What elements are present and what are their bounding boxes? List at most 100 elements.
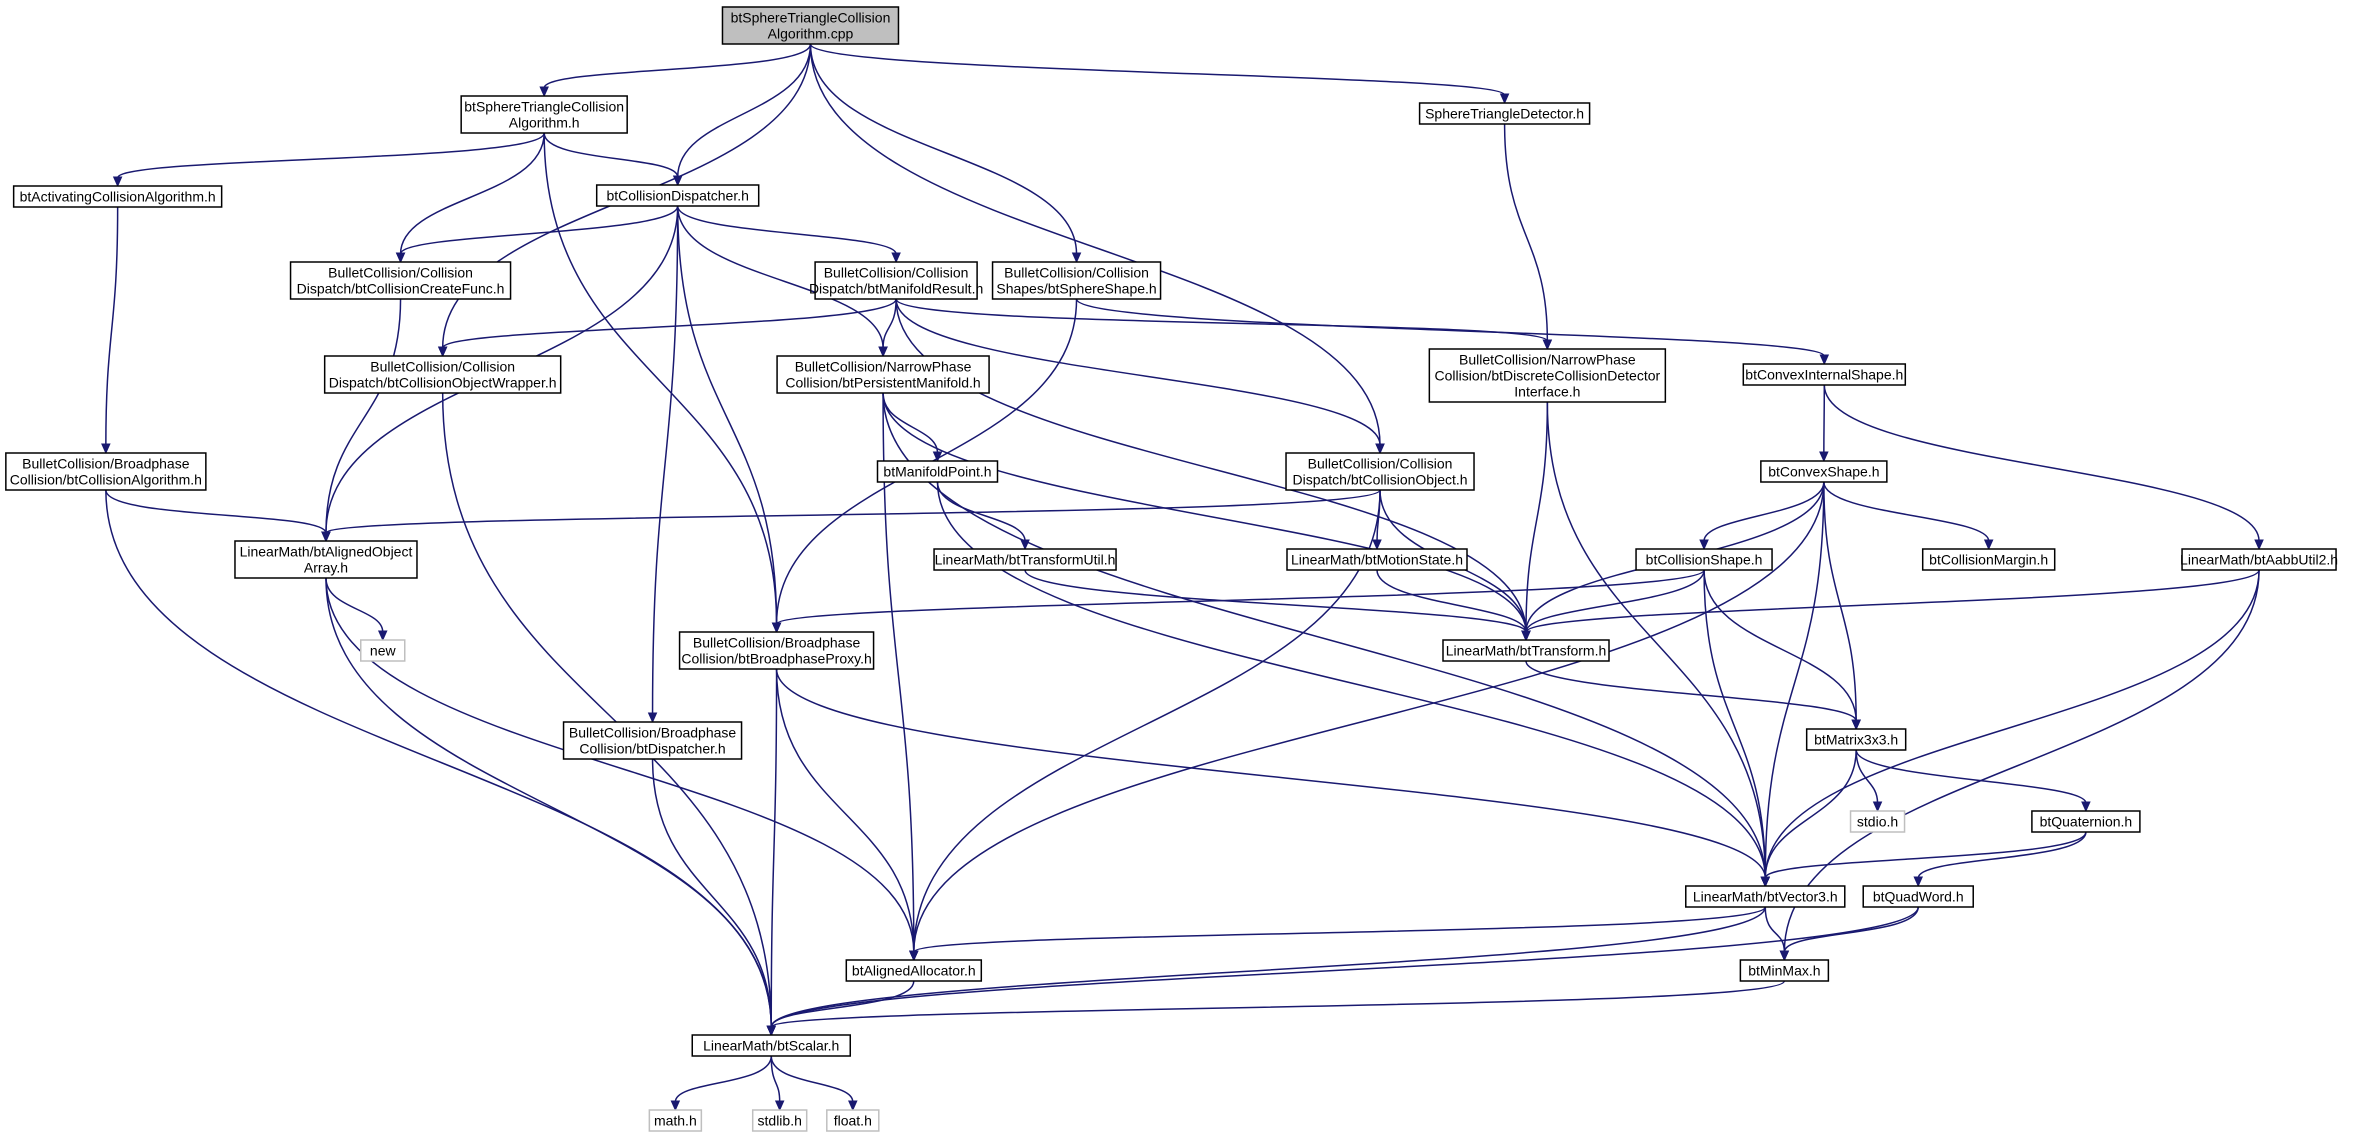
edge-m33_h-to-q_h [1855,749,2091,813]
edge-cd_h-to-mr_h [676,205,901,264]
node-box [1921,548,2056,571]
edge-bp_h-to-v3_h [775,668,1771,888]
edge-mm_h-to-sc_h [766,980,1786,1037]
node-cs_h[interactable]: btConvexShape.h [1760,460,1888,483]
node-ca_h[interactable]: BulletCollision/BroadphaseCollision/btCo… [5,452,207,491]
node-stdlib[interactable]: stdlib.h [751,1109,808,1132]
edge-v3_h-to-aa_h [909,906,1767,962]
edge-sc_h-to-float [770,1055,858,1112]
edge-sc_h-to-math [670,1055,772,1112]
node-q_h[interactable]: btQuaternion.h [2031,810,2141,833]
node-label: Algorithm.h [509,115,580,131]
node-box [1849,810,1906,833]
node-label: BulletCollision/Collision [824,265,969,281]
node-label: stdio.h [1857,814,1898,830]
edge-sc_h-to-stdlib [770,1055,785,1112]
node-label: BulletCollision/Collision [1004,265,1149,281]
edge-aabb_h-to-tr_h [1521,569,2260,642]
node-label: Algorithm.cpp [768,26,854,42]
node-disp_h[interactable]: BulletCollision/BroadphaseCollision/btDi… [562,721,743,760]
graph-nodes: btSphereTriangleCollision Algorithm.cpp bt… [5,6,2338,1132]
edge-mr_h-to-dcd_h [895,298,1553,351]
node-box [1286,548,1468,571]
node-label: BulletCollision/Broadphase [693,635,861,651]
node-label: LinearMath/btVector3.h [1693,889,1838,905]
node-label: BulletCollision/Collision [328,265,473,281]
node-box [460,95,628,134]
node-box [826,1109,880,1132]
node-box [648,1109,703,1132]
node-aabb_h[interactable]: LinearMath/btAabbUtil2.h [2180,548,2338,571]
node-box [323,355,562,394]
node-mm_h[interactable]: btMinMax.h [1739,959,1830,982]
node-label: Collision/btDiscreteCollisionDetector [1435,368,1661,384]
node-qw_h[interactable]: btQuadWord.h [1862,885,1974,908]
edge-mr_h-to-co_h [895,298,1385,455]
node-cow_h[interactable]: BulletCollision/CollisionDispatch/btColl… [323,355,562,394]
node-tu_h[interactable]: LinearMath/btTransformUtil.h [933,548,1117,571]
node-label: btQuadWord.h [1873,889,1964,905]
edge-pm_h-to-tr_h [882,392,1531,642]
node-mr_h[interactable]: BulletCollision/CollisionDispatch/btMani… [809,261,983,300]
node-aa_h[interactable]: btAlignedAllocator.h [845,959,983,982]
edge-cis_h-to-aabb_h [1823,384,2264,551]
node-float[interactable]: float.h [826,1109,880,1132]
node-label: btSphereTriangleCollision [464,99,624,115]
node-dcd_h[interactable]: BulletCollision/NarrowPhaseCollision/btD… [1428,348,1667,403]
edge-cs_h-to-cm_h [1823,481,1994,551]
node-bp_h[interactable]: BulletCollision/BroadphaseCollision/btBr… [678,631,875,670]
edge-cow_h-to-sc_h [441,392,777,1037]
node-tr_h[interactable]: LinearMath/btTransform.h [1442,639,1610,662]
node-box [1428,348,1667,403]
edge-root-to-stc_h [539,43,812,98]
edge-cd_h-to-ccf_h [395,205,679,264]
node-pm_h[interactable]: BulletCollision/NarrowPhaseCollision/btP… [776,355,990,394]
node-std_h[interactable]: SphereTriangleDetector.h [1418,102,1591,125]
edge-csh_h-to-tr_h [1521,569,1705,642]
node-m33_h[interactable]: btMatrix3x3.h [1805,728,1907,751]
node-box [991,261,1162,300]
node-mp_h[interactable]: btManifoldPoint.h [876,460,999,483]
node-label: Interface.h [1514,384,1580,400]
node-ccf_h[interactable]: BulletCollision/CollisionDispatch/btColl… [289,261,512,300]
edge-ca_h-to-aoa_h [105,489,331,543]
node-co_h[interactable]: BulletCollision/CollisionDispatch/btColl… [1285,452,1475,491]
node-new[interactable]: new [360,639,406,662]
node-box [933,548,1117,571]
node-label: Dispatch/btCollisionCreateFunc.h [297,281,505,297]
node-ss_h[interactable]: BulletCollision/CollisionShapes/btSphere… [991,261,1162,300]
edge-stc_h-to-act_h [112,132,545,188]
node-label: Dispatch/btCollisionObjectWrapper.h [329,375,557,391]
node-sc_h[interactable]: LinearMath/btScalar.h [691,1034,851,1057]
edge-cs_h-to-v3_h [1760,481,1825,888]
node-label: btConvexShape.h [1768,464,1879,480]
edge-aabb_h-to-v3_h [1760,569,2260,888]
node-math[interactable]: math.h [648,1109,703,1132]
node-label: Shapes/btSphereShape.h [996,281,1156,297]
node-box [360,639,406,662]
node-label: BulletCollision/Collision [370,359,515,375]
node-v3_h[interactable]: LinearMath/btVector3.h [1685,885,1846,908]
node-box [2181,548,2337,571]
node-box [1739,959,1830,982]
node-stdio[interactable]: stdio.h [1849,810,1906,833]
node-box [751,1109,808,1132]
edge-stc_h-to-cd_h [543,132,683,187]
edge-ss_h-to-cis_h [1075,298,1830,366]
graph-edges [101,43,2264,1112]
node-act_h[interactable]: btActivatingCollisionAlgorithm.h [12,185,223,208]
node-box [1285,452,1475,491]
node-csh_h[interactable]: btCollisionShape.h [1635,548,1773,571]
node-box [5,452,207,491]
node-box [1760,460,1888,483]
node-cm_h[interactable]: btCollisionMargin.h [1921,548,2056,571]
node-ms_h[interactable]: LinearMath/btMotionState.h [1286,548,1468,571]
node-box [234,540,418,579]
node-label: new [370,643,397,659]
node-label: btCollisionMargin.h [1929,552,2048,568]
edge-aoa_h-to-new [325,577,388,642]
node-cis_h[interactable]: btConvexInternalShape.h [1742,363,1907,386]
node-cd_h[interactable]: btCollisionDispatcher.h [595,184,760,207]
